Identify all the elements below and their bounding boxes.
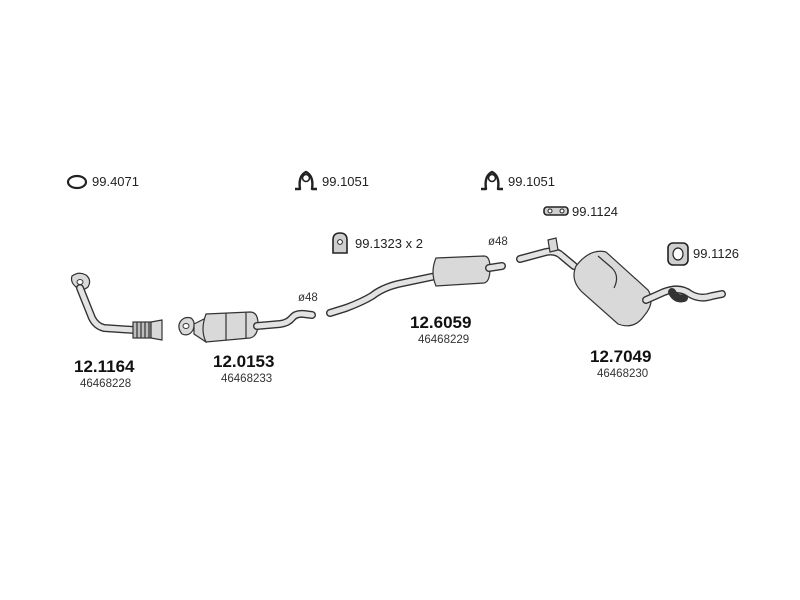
oem-number-46468233: 46468233 (221, 373, 272, 385)
rear-silencer-drawing (516, 237, 726, 327)
clamp-icon (481, 170, 503, 191)
hanger-icon (543, 206, 569, 216)
gasket-ring-label: 99.4071 (92, 174, 139, 189)
gasket-ring-icon (66, 174, 88, 190)
oem-number-46468229: 46468229 (418, 334, 469, 346)
middle-silencer-drawing (326, 255, 506, 317)
part-number-12-1164: 12.1164 (74, 357, 135, 376)
part-number-12-7049: 12.7049 (590, 347, 651, 366)
hanger-ring-icon (667, 242, 689, 266)
front-pipe-drawing (70, 272, 163, 341)
oem-number-46468228: 46468228 (80, 378, 131, 390)
pipe-diameter-label-2: ø48 (488, 236, 508, 248)
pipe-diameter-label-1: ø48 (298, 292, 318, 304)
rubber-mount-label: 99.1323 x 2 (355, 236, 423, 251)
oem-number-46468230: 46468230 (597, 368, 648, 380)
catalytic-converter-drawing (178, 309, 316, 344)
rubber-mount-icon (332, 232, 348, 254)
part-number-12-0153: 12.0153 (213, 352, 274, 371)
part-number-12-6059: 12.6059 (410, 313, 471, 332)
clamp-label-2: 99.1051 (508, 174, 555, 189)
hanger-label-1126: 99.1126 (693, 246, 739, 261)
clamp-icon (295, 170, 317, 191)
hanger-label-1124: 99.1124 (572, 204, 618, 219)
clamp-label-1: 99.1051 (322, 174, 369, 189)
